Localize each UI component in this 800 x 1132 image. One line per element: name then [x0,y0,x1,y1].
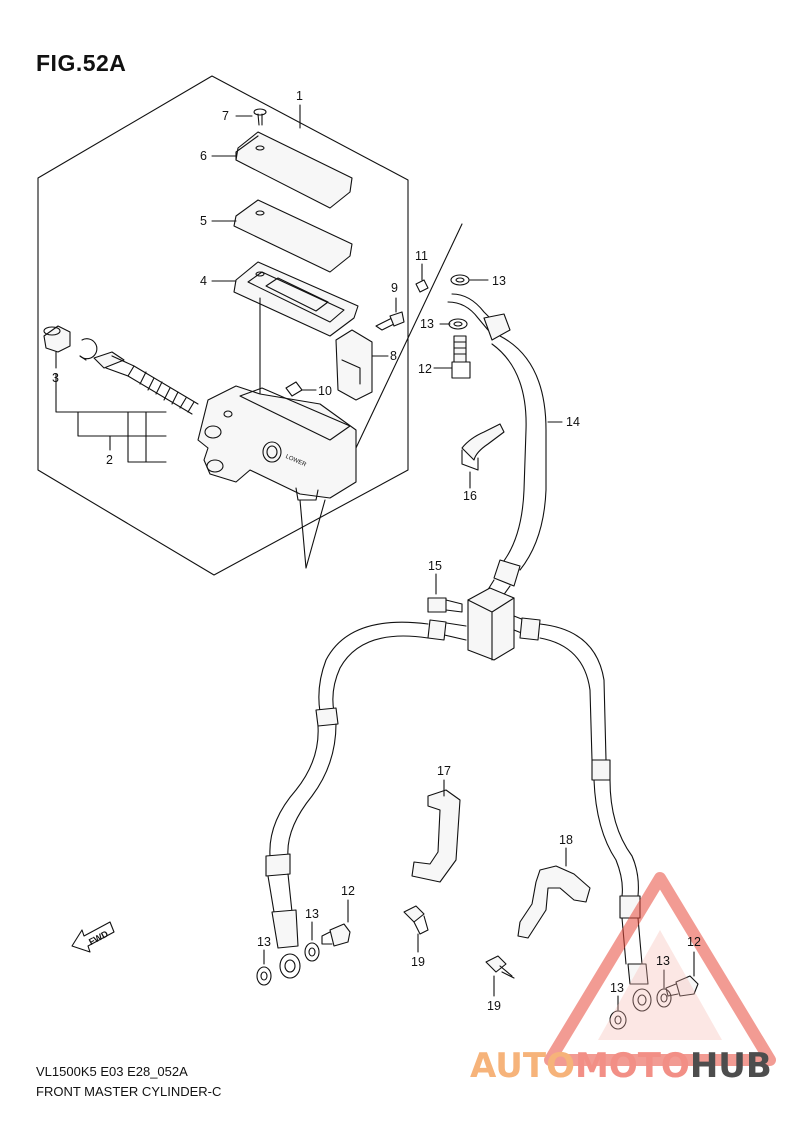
right-lower-hose [513,615,652,1012]
assembly-extension-line [354,223,463,451]
banjo-bolt-12-top [451,335,471,379]
callout-12-left: 12 [341,884,355,898]
gasket-13-left-b [256,966,272,986]
callout-15: 15 [428,559,442,573]
diaphragm [233,261,359,337]
callout-17: 17 [437,764,451,778]
callout-10: 10 [318,384,332,398]
callout-13-mid: 13 [420,317,434,331]
callout-5: 5 [200,214,207,228]
callout-13-left-b: 13 [257,935,271,949]
gasket-13-mid [448,318,468,330]
callout-1: 1 [296,89,303,103]
callout-7: 7 [222,109,229,123]
watermark-triangle-icon [544,872,776,1066]
callout-14: 14 [566,415,580,429]
assembly-extension-line-2 [299,499,307,569]
callout-19b: 19 [487,999,501,1013]
callout-13-right-b: 13 [610,981,624,995]
banjo-bolt-12-left [321,923,351,947]
callout-6: 6 [200,149,207,163]
callout-12-right: 12 [687,935,701,949]
figure-code: VL1500K5 E03 E28_052A [36,1064,188,1079]
watermark-hub: HUB [689,1046,772,1086]
assembly-extension-line-3 [305,499,326,569]
master-cylinder-body [197,385,357,501]
lever-holder [335,329,373,401]
piston-set [93,351,199,415]
reservoir-cap [235,131,353,209]
bracket-bolt-19b [485,955,515,979]
diaphragm-plate [233,199,353,273]
callout-labels: 1 2 3 4 5 6 7 8 9 10 11 12 12 12 13 13 1… [52,89,701,1013]
cylinder-fitting-10 [285,381,303,397]
callout-16: 16 [463,489,477,503]
gasket-13-right-b [609,1010,627,1030]
gasket-13-left-a [304,942,320,962]
assembly-outline [37,75,409,576]
holder-bolt [375,311,405,331]
callout-11: 11 [415,249,428,263]
hose-bracket-17 [411,789,461,883]
callout-13-right-a: 13 [656,954,670,968]
banjo-bolt-12-right [665,975,699,997]
hose-clamp-16 [461,423,505,471]
hose-joint [467,587,515,661]
callout-3: 3 [52,371,59,385]
callout-2: 2 [106,453,113,467]
callout-8: 8 [390,349,397,363]
callout-4: 4 [200,274,207,288]
figure-title: FIG.52A [36,50,127,76]
left-lower-hose [265,619,467,979]
joint-bolt-15 [427,597,463,613]
watermark-auto: AUTO [470,1046,575,1086]
bracket-bolt-19a [403,905,429,935]
callout-19a: 19 [411,955,425,969]
clamp-11 [415,279,429,293]
piston-boot [43,325,71,353]
callout-13-top: 13 [492,274,506,288]
fwd-arrow-icon [71,921,115,953]
hose-bracket-18 [517,865,591,939]
circlip [79,338,98,361]
gasket-13-right-a [656,988,672,1008]
cap-screw [253,108,267,126]
watermark-moto: MOTO [574,1046,690,1086]
callout-12-top: 12 [418,362,432,376]
figure-name: FRONT MASTER CYLINDER-C [36,1084,222,1099]
gasket-13-top [450,274,470,286]
callout-13-left-a: 13 [305,907,319,921]
callout-18: 18 [559,833,573,847]
watermark-text: AUTOMOTOHUB [470,1046,772,1086]
leader-2 [55,391,167,463]
callout-9: 9 [391,281,398,295]
